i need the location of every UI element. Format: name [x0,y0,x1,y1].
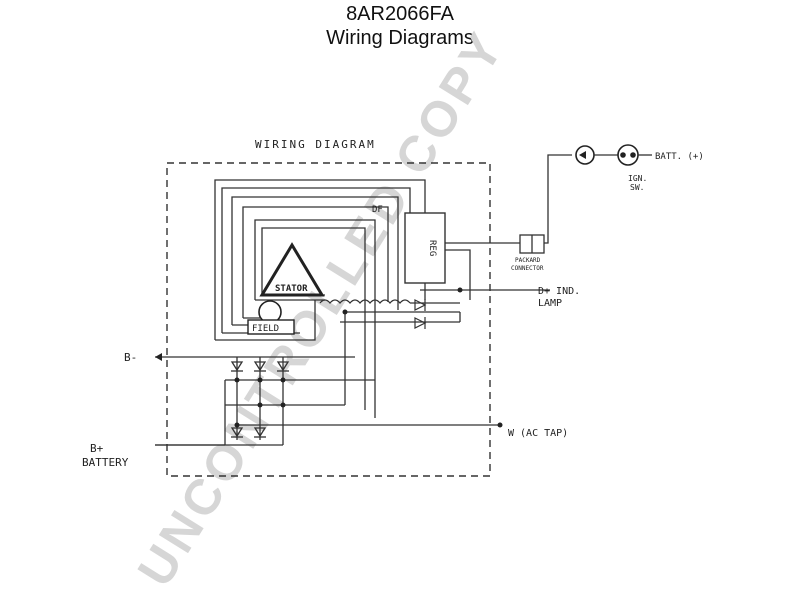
d-plus-label-line1: D+ IND. [538,286,580,297]
title-block: 8AR2066FA Wiring Diagrams [0,0,800,50]
b-minus-label: B- [124,351,137,364]
battery-label: BATTERY [82,456,129,469]
b-minus-terminal-arrow [155,353,162,361]
exciter-diodes [414,299,427,329]
junction-dots [234,287,463,428]
part-number-title: 8AR2066FA [346,3,454,25]
b-plus-label: B+ [90,442,104,455]
field-label: FIELD [252,324,279,334]
indicator-lamp-contact-right [630,152,636,158]
rectifier-bridge [155,356,500,446]
regulator-block [404,212,446,284]
indicator-lamp-contact-left [620,152,626,158]
internal-wiring [214,179,550,418]
w-terminal-dot [497,422,503,428]
field-box [247,319,295,335]
page-subtitle: Wiring Diagrams [326,27,474,49]
alternator-housing-outline [166,162,491,477]
reg-label: REG [427,240,437,256]
watermark-text: UNCONTROLLED COPY [127,21,515,596]
ign-label-line1: IGN. [628,174,647,183]
ignition-feed-wire [544,154,572,244]
d-plus-label-line2: LAMP [538,298,562,309]
batt-plus-label: BATT. (+) [655,152,704,162]
packard-label-line1: PACKARD [515,257,541,264]
diagram-heading: WIRING DIAGRAM [255,138,376,151]
df-label: DF [372,205,383,215]
stator-winding-symbol [259,242,325,297]
ignition-switch-arrow [579,151,586,159]
stator-label: STATOR [275,284,308,294]
packard-label-line2: CONNECTOR [511,265,544,272]
w-ac-tap-label: W (AC TAP) [508,428,568,439]
ign-label-line2: SW. [630,183,644,192]
